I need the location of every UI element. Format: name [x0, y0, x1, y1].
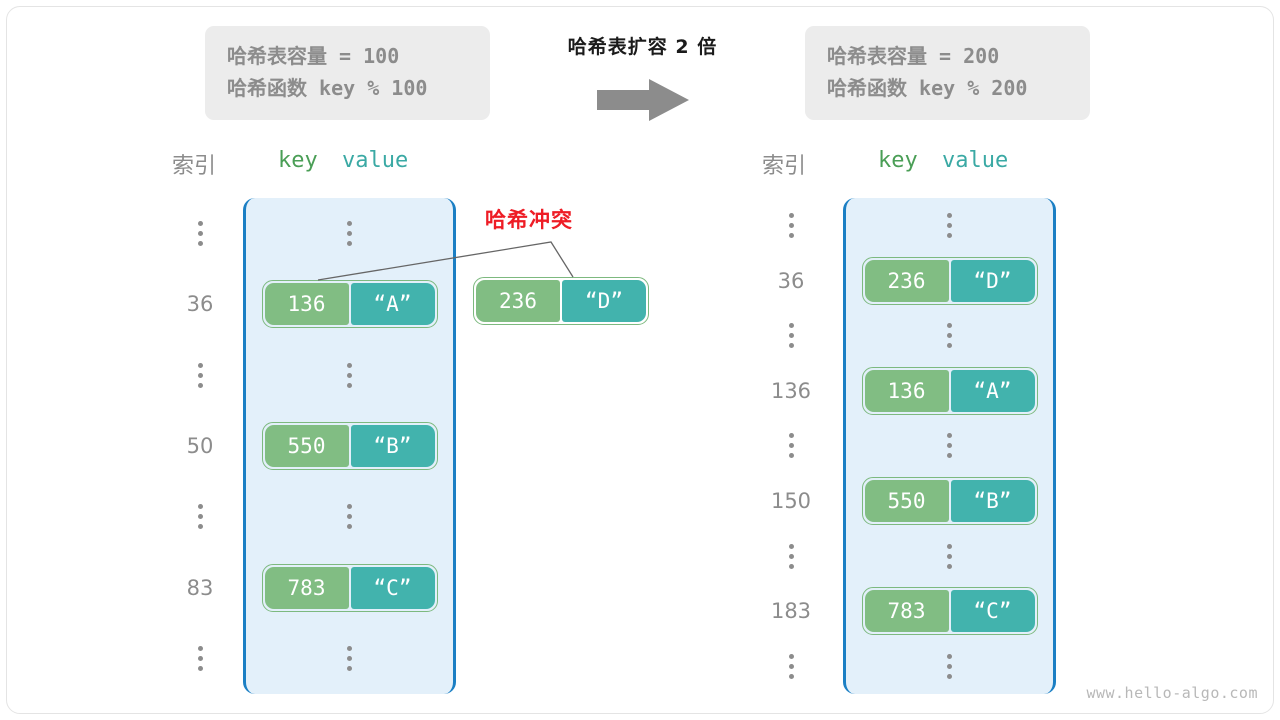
left-key-value-pair: 550“B”: [261, 421, 438, 470]
right-arrow-glyph: [596, 79, 689, 121]
left-hash-table-buckets: 136“A” 550“B” 783“C”: [243, 198, 456, 694]
left-index-ellipsis-icon: [197, 635, 203, 681]
right-bucket-ellipsis-icon: [947, 423, 952, 469]
right-value-cell: “B”: [950, 480, 1035, 523]
right-bucket-entry: 550“B”: [846, 477, 1053, 526]
diagram-card: [6, 6, 1274, 714]
right-bucket-ellipsis-icon: [947, 203, 952, 249]
left-bucket-entry: 783“C”: [246, 563, 453, 612]
right-bucket-entry: 236“D”: [846, 256, 1053, 305]
right-index-ellipsis: [788, 203, 794, 249]
left-bucket-ellipsis: [246, 635, 453, 681]
left-bucket-entry: 136“A”: [246, 280, 453, 329]
left-hash-table-info-box: 哈希表容量 = 100 哈希函数 key % 100: [205, 26, 490, 120]
right-key-value-pair: 550“B”: [861, 477, 1038, 526]
right-index-header: 索引: [762, 154, 807, 179]
right-bucket-entry: 136“A”: [846, 366, 1053, 415]
right-key-cell: 236: [864, 259, 949, 302]
right-index-label: 150: [770, 489, 812, 514]
right-key-cell: 550: [864, 480, 949, 523]
right-key-cell: 783: [864, 590, 949, 633]
left-value-cell: “C”: [350, 566, 435, 609]
left-bucket-ellipsis-icon: [347, 352, 352, 398]
left-bucket-ellipsis: [246, 352, 453, 398]
left-value-cell: “A”: [350, 283, 435, 326]
left-capacity-line: 哈希表容量 = 100: [227, 44, 400, 68]
right-index-column: 36 136 150 183: [755, 198, 827, 694]
right-key-value-pair: 236“D”: [861, 256, 1038, 305]
right-key-value-pair: 136“A”: [861, 366, 1038, 415]
right-hash-table-buckets: 236“D” 136“A” 550“B” 783“C”: [843, 198, 1056, 694]
right-index-ellipsis-icon: [788, 423, 794, 469]
right-value-cell: “D”: [950, 259, 1035, 302]
right-value-cell: “A”: [950, 369, 1035, 412]
left-index-ellipsis: [197, 494, 203, 540]
left-hash-function-line: 哈希函数 key % 100: [227, 76, 428, 100]
left-index-ellipsis-icon: [197, 210, 203, 256]
left-key-cell: 783: [264, 566, 349, 609]
right-bucket-ellipsis: [846, 643, 1053, 689]
collision-value-cell: “D”: [562, 280, 646, 322]
right-index-ellipsis: [788, 643, 794, 689]
left-bucket-ellipsis-icon: [347, 494, 352, 540]
right-index-ellipsis-icon: [788, 533, 794, 579]
right-value-cell: “C”: [950, 590, 1035, 633]
right-index-ellipsis: [788, 313, 794, 359]
collision-key-cell: 236: [476, 280, 560, 322]
right-bucket-ellipsis-icon: [947, 533, 952, 579]
right-bucket-ellipsis: [846, 203, 1053, 249]
left-bucket-entry: 550“B”: [246, 421, 453, 470]
left-index-label: 83: [186, 575, 214, 600]
left-value-cell: “B”: [350, 424, 435, 467]
left-key-value-pair: 783“C”: [261, 563, 438, 612]
hash-collision-label: 哈希冲突: [485, 208, 573, 232]
expand-caption: 哈希表扩容 2 倍: [567, 36, 718, 58]
left-index-ellipsis-icon: [197, 352, 203, 398]
site-watermark: www.hello-algo.com: [1086, 684, 1258, 702]
right-key-cell: 136: [864, 369, 949, 412]
left-key-value-pair: 136“A”: [261, 280, 438, 329]
right-bucket-ellipsis-icon: [947, 643, 952, 689]
right-index-label: 136: [770, 378, 812, 403]
collision-entry: 236 “D”: [473, 277, 649, 325]
right-key-value-pair: 783“C”: [861, 587, 1038, 636]
left-index-label: 36: [186, 292, 214, 317]
left-index-label: 50: [186, 433, 214, 458]
right-arrow-icon: [530, 72, 755, 128]
collision-pair: 236 “D”: [473, 277, 649, 325]
right-value-header: value: [942, 148, 1009, 173]
right-index-ellipsis-icon: [788, 313, 794, 359]
right-key-header: key: [878, 148, 918, 173]
left-index-ellipsis: [197, 210, 203, 256]
right-hash-table-info-box: 哈希表容量 = 200 哈希函数 key % 200: [805, 26, 1090, 120]
right-index-ellipsis: [788, 423, 794, 469]
left-bucket-ellipsis-icon: [347, 635, 352, 681]
left-index-column: 36 50 83: [170, 198, 230, 694]
right-bucket-entry: 783“C”: [846, 587, 1053, 636]
right-hash-function-line: 哈希函数 key % 200: [827, 76, 1028, 100]
right-index-ellipsis-icon: [788, 203, 794, 249]
left-key-header: key: [278, 148, 318, 173]
right-index-ellipsis: [788, 533, 794, 579]
left-index-ellipsis: [197, 635, 203, 681]
right-bucket-ellipsis: [846, 533, 1053, 579]
left-key-cell: 136: [264, 283, 349, 326]
right-bucket-ellipsis: [846, 423, 1053, 469]
right-index-ellipsis-icon: [788, 643, 794, 689]
left-index-ellipsis: [197, 352, 203, 398]
right-index-label: 36: [777, 268, 805, 293]
left-bucket-ellipsis: [246, 210, 453, 256]
left-key-cell: 550: [264, 424, 349, 467]
left-index-header: 索引: [172, 154, 217, 179]
left-bucket-ellipsis-icon: [347, 210, 352, 256]
right-index-label: 183: [770, 599, 812, 624]
right-bucket-ellipsis-icon: [947, 313, 952, 359]
left-bucket-ellipsis: [246, 494, 453, 540]
right-capacity-line: 哈希表容量 = 200: [827, 44, 1000, 68]
right-bucket-ellipsis: [846, 313, 1053, 359]
left-index-ellipsis-icon: [197, 494, 203, 540]
left-value-header: value: [342, 148, 409, 173]
